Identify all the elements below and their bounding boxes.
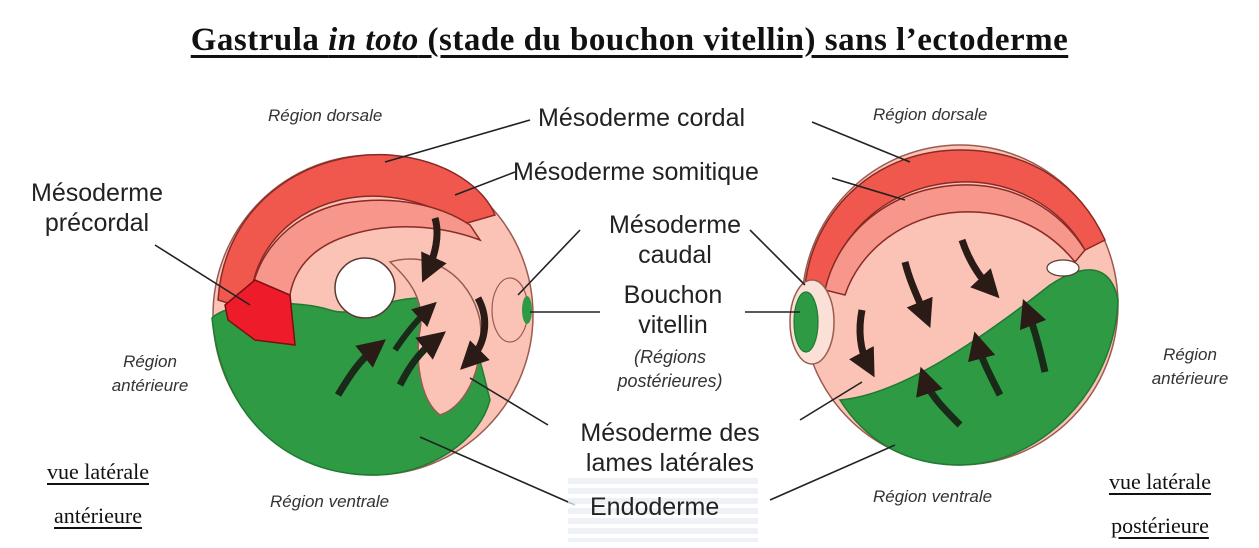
view-right-line2: postérieure	[1111, 513, 1209, 538]
label-bouchon-vitellin: Bouchon vitellin	[583, 280, 763, 340]
region-anterieure-right: Région antérieure	[1120, 343, 1259, 391]
label-mesoderme-caudal: Mésoderme caudal	[585, 210, 765, 270]
region-anterieure-right-line1: Région	[1120, 343, 1259, 367]
view-left-line1: vue latérale	[47, 459, 149, 484]
left-blastopore	[335, 258, 395, 318]
label-regions-post-line2: postérieures)	[590, 369, 750, 393]
label-regions-posterieures: (Régions postérieures)	[590, 345, 750, 393]
label-mesoderme-somitique: Mésoderme somitique	[513, 157, 759, 187]
label-mesoderme-caudal-line2: caudal	[585, 240, 765, 270]
label-bouchon-line1: Bouchon	[583, 280, 763, 310]
right-embryo	[790, 145, 1118, 465]
region-ventrale-left: Région ventrale	[270, 490, 389, 514]
region-dorsale-left: Région dorsale	[268, 104, 382, 128]
label-endoderme: Endoderme	[590, 492, 719, 522]
label-regions-post-line1: (Régions	[590, 345, 750, 369]
leader-cordal-right	[812, 122, 910, 162]
leader-caudal-left	[518, 230, 580, 295]
label-mesoderme-precordal: Mésoderme précordal	[12, 178, 182, 238]
label-lames-line1: Mésoderme des	[555, 418, 785, 448]
view-caption-left: vue latérale antérieure	[8, 450, 188, 538]
region-ventrale-right: Région ventrale	[873, 485, 992, 509]
label-mesoderme-cordal: Mésoderme cordal	[538, 103, 745, 133]
label-mesoderme-caudal-line1: Mésoderme	[585, 210, 765, 240]
region-anterieure-left-line1: Région	[80, 350, 220, 374]
label-bouchon-line2: vitellin	[583, 310, 763, 340]
view-left-line2: antérieure	[54, 503, 142, 528]
region-anterieure-left-line2: antérieure	[80, 374, 220, 398]
left-embryo	[212, 155, 533, 475]
region-dorsale-right: Région dorsale	[873, 103, 987, 127]
label-lames-line2: lames latérales	[555, 448, 785, 478]
region-anterieure-right-line2: antérieure	[1120, 367, 1259, 391]
leader-cordal-left	[385, 120, 530, 162]
leader-endoderme-left	[420, 437, 575, 505]
view-right-line1: vue latérale	[1109, 469, 1211, 494]
region-anterieure-left: Région antérieure	[80, 350, 220, 398]
right-yolk-plug	[794, 292, 818, 352]
right-notch	[1047, 260, 1079, 276]
label-mesoderme-lames: Mésoderme des lames latérales	[555, 418, 785, 478]
view-caption-right: vue latérale postérieure	[1070, 460, 1250, 548]
label-precordal-line2: précordal	[12, 208, 182, 238]
left-yolk-plug	[522, 296, 532, 324]
label-precordal-line1: Mésoderme	[12, 178, 182, 208]
